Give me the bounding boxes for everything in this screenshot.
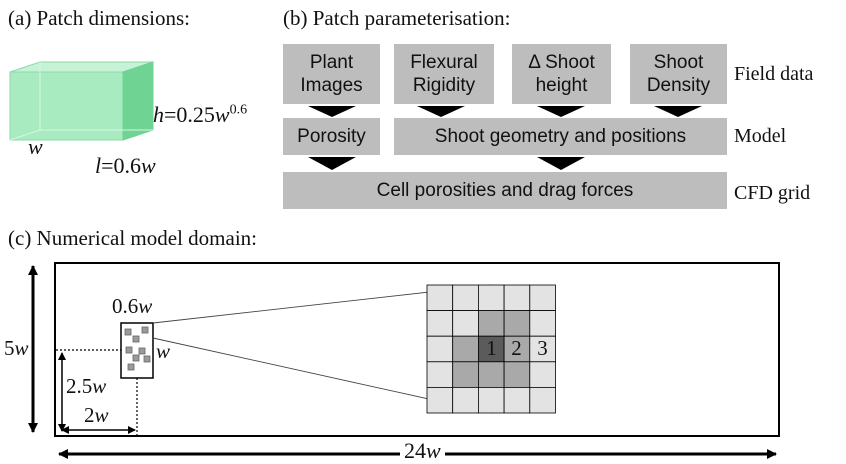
flexural-rigidity-line2: Rigidity bbox=[412, 75, 476, 96]
panel-c-title: (c) Numerical model domain: bbox=[8, 226, 257, 250]
patch-width-label-c: w bbox=[156, 339, 171, 363]
flexural-rigidity-line1: Flexural bbox=[410, 52, 478, 73]
shoot-density-line2: Density bbox=[646, 75, 711, 96]
domain-width-label: 24w bbox=[400, 438, 445, 464]
shoot-height-line2: height bbox=[535, 75, 588, 96]
panel-b-title: (b) Patch parameterisation: bbox=[283, 6, 511, 30]
cell-number-2: 2 bbox=[511, 336, 522, 360]
flow-arrow bbox=[308, 106, 356, 117]
shoot-geometry-box: Shoot geometry and positions bbox=[394, 118, 727, 155]
cfd-grid bbox=[426, 284, 556, 414]
flow-arrow bbox=[537, 157, 585, 170]
flow-arrow bbox=[537, 106, 585, 117]
patch-offset-label: 2w bbox=[84, 403, 109, 427]
cell-porosities-box: Cell porosities and drag forces bbox=[283, 172, 727, 209]
shoot-density-line1: Shoot bbox=[653, 52, 704, 73]
patch-length-label: l=0.6w bbox=[95, 153, 156, 178]
cfd-grid-label: CFD grid bbox=[734, 182, 811, 204]
domain-height-label: 5w bbox=[4, 336, 29, 361]
domain-height-value: 5w bbox=[4, 336, 29, 360]
flow-arrow bbox=[654, 106, 702, 117]
cell-number-1: 1 bbox=[486, 336, 497, 360]
cell-number-3: 3 bbox=[537, 336, 548, 360]
domain-boundary bbox=[54, 262, 780, 437]
flow-arrow bbox=[308, 157, 356, 170]
plant-images-line1: Plant bbox=[309, 52, 354, 73]
plant-images-line2: Images bbox=[300, 75, 363, 96]
patch-height-label: h=0.25w0.6 bbox=[153, 102, 247, 128]
patch-width-label: w bbox=[28, 134, 43, 159]
center-height-label: 2.5w bbox=[66, 374, 107, 398]
shoot-height-line1: Δ Shoot bbox=[528, 52, 595, 73]
patch-length-label-c: 0.6w bbox=[112, 294, 153, 318]
patch-height-exponent: 0.6 bbox=[229, 102, 248, 118]
patch-height-formula: h=0.25w bbox=[153, 102, 230, 127]
shoot-markers bbox=[124, 326, 151, 371]
flow-arrow bbox=[417, 106, 465, 117]
panel-a-title: (a) Patch dimensions: bbox=[8, 6, 190, 30]
porosity-box: Porosity bbox=[283, 118, 380, 155]
field-data-label: Field data bbox=[734, 63, 814, 85]
model-label: Model bbox=[734, 125, 787, 147]
